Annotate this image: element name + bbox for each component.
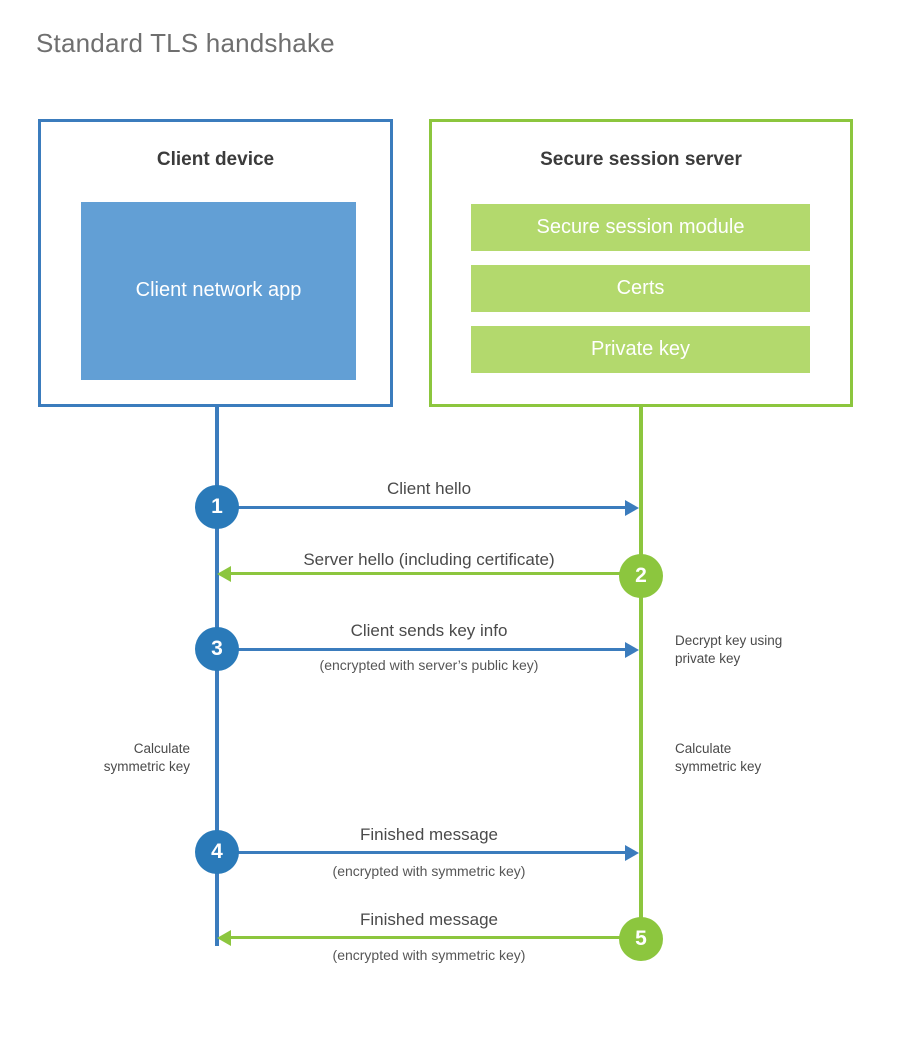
step-2-label: Server hello (including certificate) [303, 550, 555, 569]
server-module-private-key: Private key [471, 326, 810, 373]
step-5-arrow-line [231, 936, 641, 939]
step-3-sublabel: (encrypted with server’s public key) [319, 657, 539, 673]
note-calc-client-line-1: Calculate [133, 741, 190, 756]
note-decrypt-key-line-1: Decrypt key using [675, 633, 783, 648]
step-3-number: 3 [211, 637, 223, 660]
client-lifeline [215, 406, 219, 946]
step-1-number: 1 [211, 495, 223, 518]
page-title: Standard TLS handshake [36, 28, 335, 58]
note-calc-server-line-2: symmetric key [675, 759, 762, 775]
note-calculate-symmetric-key-server: Calculate symmetric key [675, 740, 865, 776]
secure-session-server-box: Secure session server Secure session mod… [429, 119, 853, 407]
step-4-arrow-line [217, 851, 629, 854]
note-decrypt-key: Decrypt key using private key [675, 632, 865, 668]
step-4-marker[interactable]: 4 [195, 830, 239, 874]
note-calc-server-line-1: Calculate [675, 741, 732, 756]
step-1-marker[interactable]: 1 [195, 485, 239, 529]
step-4-arrowhead-icon [625, 844, 639, 861]
step-3-arrowhead-icon [625, 641, 639, 658]
step-2-number: 2 [635, 564, 647, 587]
step-5-marker[interactable]: 5 [619, 917, 663, 961]
step-1-arrowhead-icon [625, 499, 639, 516]
secure-session-server-title: Secure session server [540, 149, 742, 170]
step-3-label: Client sends key info [350, 621, 508, 640]
step-4-sublabel: (encrypted with symmetric key) [332, 863, 526, 879]
step-5-label: Finished message [360, 910, 498, 929]
step-2-marker[interactable]: 2 [619, 554, 663, 598]
step-2-arrow-line [231, 572, 641, 575]
client-device-box: Client device Client network app [38, 119, 393, 407]
step-4-label: Finished message [360, 825, 498, 844]
server-module-secure-session-module: Secure session module [471, 204, 810, 251]
step-1-arrow-line [217, 506, 629, 509]
note-calculate-symmetric-key-client: Calculate symmetric key [10, 740, 190, 776]
server-lifeline [639, 406, 643, 939]
note-decrypt-key-line-2: private key [675, 651, 741, 667]
client-network-app-block: Client network app [81, 202, 356, 380]
server-module-certs: Certs [471, 265, 810, 312]
note-calc-client-line-2: symmetric key [103, 759, 190, 775]
step-1-label: Client hello [386, 479, 472, 498]
step-5-sublabel: (encrypted with symmetric key) [332, 947, 526, 963]
step-5-arrowhead-icon [217, 929, 231, 946]
client-device-title: Client device [156, 149, 275, 170]
step-4-number: 4 [211, 840, 223, 863]
step-5-number: 5 [635, 927, 647, 950]
step-2-arrowhead-icon [217, 565, 231, 582]
step-3-arrow-line [217, 648, 629, 651]
step-3-marker[interactable]: 3 [195, 627, 239, 671]
